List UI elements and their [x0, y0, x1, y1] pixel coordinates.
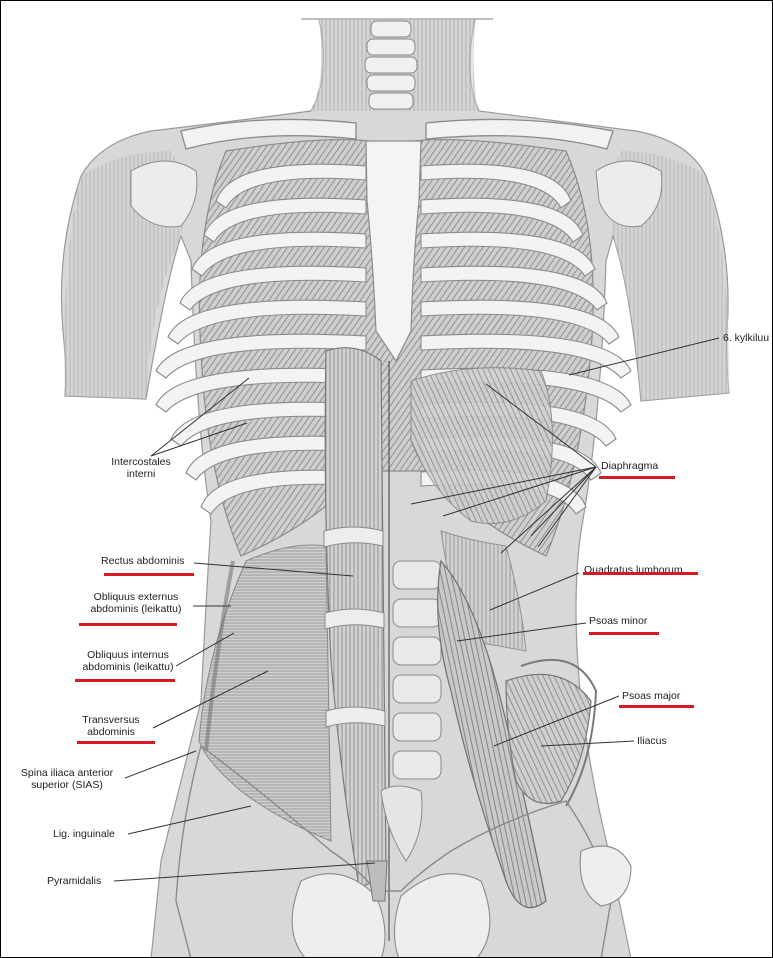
- underline-psoas-major: [619, 705, 694, 708]
- label-transversus-line1: Transversus: [61, 714, 161, 726]
- underline-obliquus-internus: [75, 679, 175, 682]
- label-obliquus-externus-line2: abdominis (leikattu): [71, 603, 201, 615]
- underline-rectus-abdominis: [104, 573, 194, 576]
- underline-obliquus-externus: [79, 623, 177, 626]
- label-iliacus: Iliacus: [637, 735, 667, 747]
- lumbar-vertebra: [393, 675, 441, 703]
- label-transversus-abdominis: Transversus abdominis: [61, 714, 161, 738]
- label-obliquus-externus: Obliquus externus abdominis (leikattu): [71, 591, 201, 615]
- underline-psoas-minor: [589, 632, 659, 635]
- label-obliquus-internus-line1: Obliquus internus: [63, 649, 193, 661]
- label-psoas-minor: Psoas minor: [589, 615, 647, 627]
- lumbar-vertebra: [393, 599, 441, 627]
- underline-transversus-abdominis: [77, 741, 155, 744]
- label-6-kylkiluu: 6. kylkiluu: [723, 332, 769, 344]
- label-spina-iliaca-line1: Spina iliaca anterior: [7, 767, 127, 779]
- label-spina-iliaca-line2: superior (SIAS): [7, 779, 127, 791]
- lumbar-vertebra: [393, 713, 441, 741]
- label-obliquus-internus: Obliquus internus abdominis (leikattu): [63, 649, 193, 673]
- label-rectus-abdominis: Rectus abdominis: [101, 555, 184, 567]
- label-obliquus-internus-line2: abdominis (leikattu): [63, 661, 193, 673]
- label-spina-iliaca: Spina iliaca anterior superior (SIAS): [7, 767, 127, 791]
- label-psoas-major: Psoas major: [622, 690, 680, 702]
- label-intercostales-line1: Intercostales: [81, 456, 201, 468]
- cervical-spine: [365, 21, 417, 109]
- underline-diaphragma: [599, 476, 675, 479]
- lumbar-vertebra: [393, 751, 441, 779]
- lumbar-vertebra: [393, 637, 441, 665]
- lumbar-vertebra: [393, 561, 441, 589]
- label-lig-inguinale: Lig. inguinale: [53, 828, 115, 840]
- label-transversus-line2: abdominis: [61, 726, 161, 738]
- label-intercostales-line2: interni: [81, 468, 201, 480]
- label-intercostales-interni: Intercostales interni: [81, 456, 201, 480]
- label-diaphragma: Diaphragma: [601, 460, 658, 472]
- underline-quadratus-lumborum: [583, 572, 698, 575]
- label-pyramidalis: Pyramidalis: [47, 875, 101, 887]
- label-obliquus-externus-line1: Obliquus externus: [71, 591, 201, 603]
